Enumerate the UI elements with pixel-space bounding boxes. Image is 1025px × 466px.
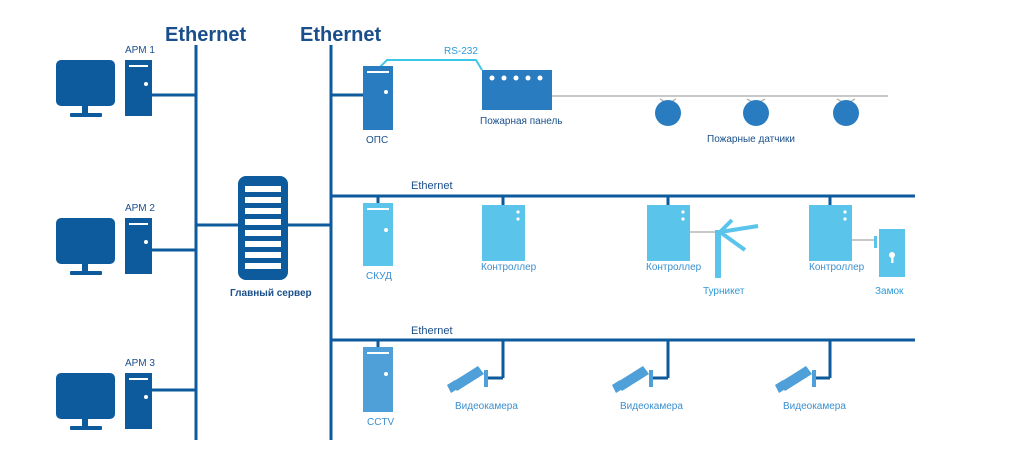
smoke-detector-icon [655,100,681,126]
skud-unit [363,203,393,266]
controller-1 [482,205,525,261]
ops-label: ОПС [366,135,388,146]
ops-unit [363,66,393,130]
camera-1 [447,366,488,393]
ethernet-skud-label: Ethernet [411,180,453,192]
controller-3-label: Контроллер [809,262,865,273]
controller-2-label: Контроллер [646,262,702,273]
rs232-line [379,59,483,71]
arm2-label: АРМ 2 [125,203,155,214]
skud-tower-icon [363,203,393,266]
controller-1-label: Контроллер [481,262,537,273]
camera-1-label: Видеокамера [455,401,518,412]
skud-label: СКУД [366,271,392,282]
video-camera-icon [447,366,488,393]
controller-box-icon [647,205,690,261]
controller-box-icon [809,205,852,261]
ethernet-cctv-label: Ethernet [411,325,453,337]
turnstile-label: Турникет [703,286,745,297]
monitor-icon [56,373,115,419]
arm3-label: АРМ 3 [125,358,155,369]
main-server [238,176,288,280]
camera-2 [612,366,653,393]
lock-label: Замок [875,286,904,297]
controller-3 [809,205,852,261]
monitor-icon [56,218,115,264]
video-camera-icon [612,366,653,393]
arm3-workstation [56,373,152,430]
fire-sensor-2 [743,98,769,126]
ethernet-right-label: Ethernet [300,24,381,46]
turnstile-icon [715,218,759,278]
controller-2 [647,205,690,261]
fire-sensor-3 [833,98,859,126]
arm1-label: АРМ 1 [125,45,155,56]
camera-2-label: Видеокамера [620,401,683,412]
smoke-detector-icon [833,100,859,126]
fire-sensor-1 [655,98,681,126]
smoke-detector-icon [743,100,769,126]
arm1-workstation [56,60,152,117]
pc-tower-icon [125,60,152,116]
ops-tower-icon [363,66,393,130]
controller-box-icon [482,205,525,261]
lock-icon [874,229,905,277]
pc-tower-icon [125,218,152,274]
camera-3 [775,366,816,393]
ethernet-left-label: Ethernet [165,24,246,46]
main-server-label: Главный сервер [230,288,312,299]
fire-panel-label: Пожарная панель [480,116,563,127]
arm2-workstation [56,218,152,275]
cctv-unit [363,347,393,412]
monitor-icon [56,60,115,106]
cctv-label: CCTV [367,417,395,428]
fire-sensors-label: Пожарные датчики [707,134,795,145]
pc-tower-icon [125,373,152,429]
rs232-label: RS-232 [444,46,478,57]
video-camera-icon [775,366,816,393]
fire-panel [482,70,552,110]
camera-3-label: Видеокамера [783,401,846,412]
cctv-tower-icon [363,347,393,412]
